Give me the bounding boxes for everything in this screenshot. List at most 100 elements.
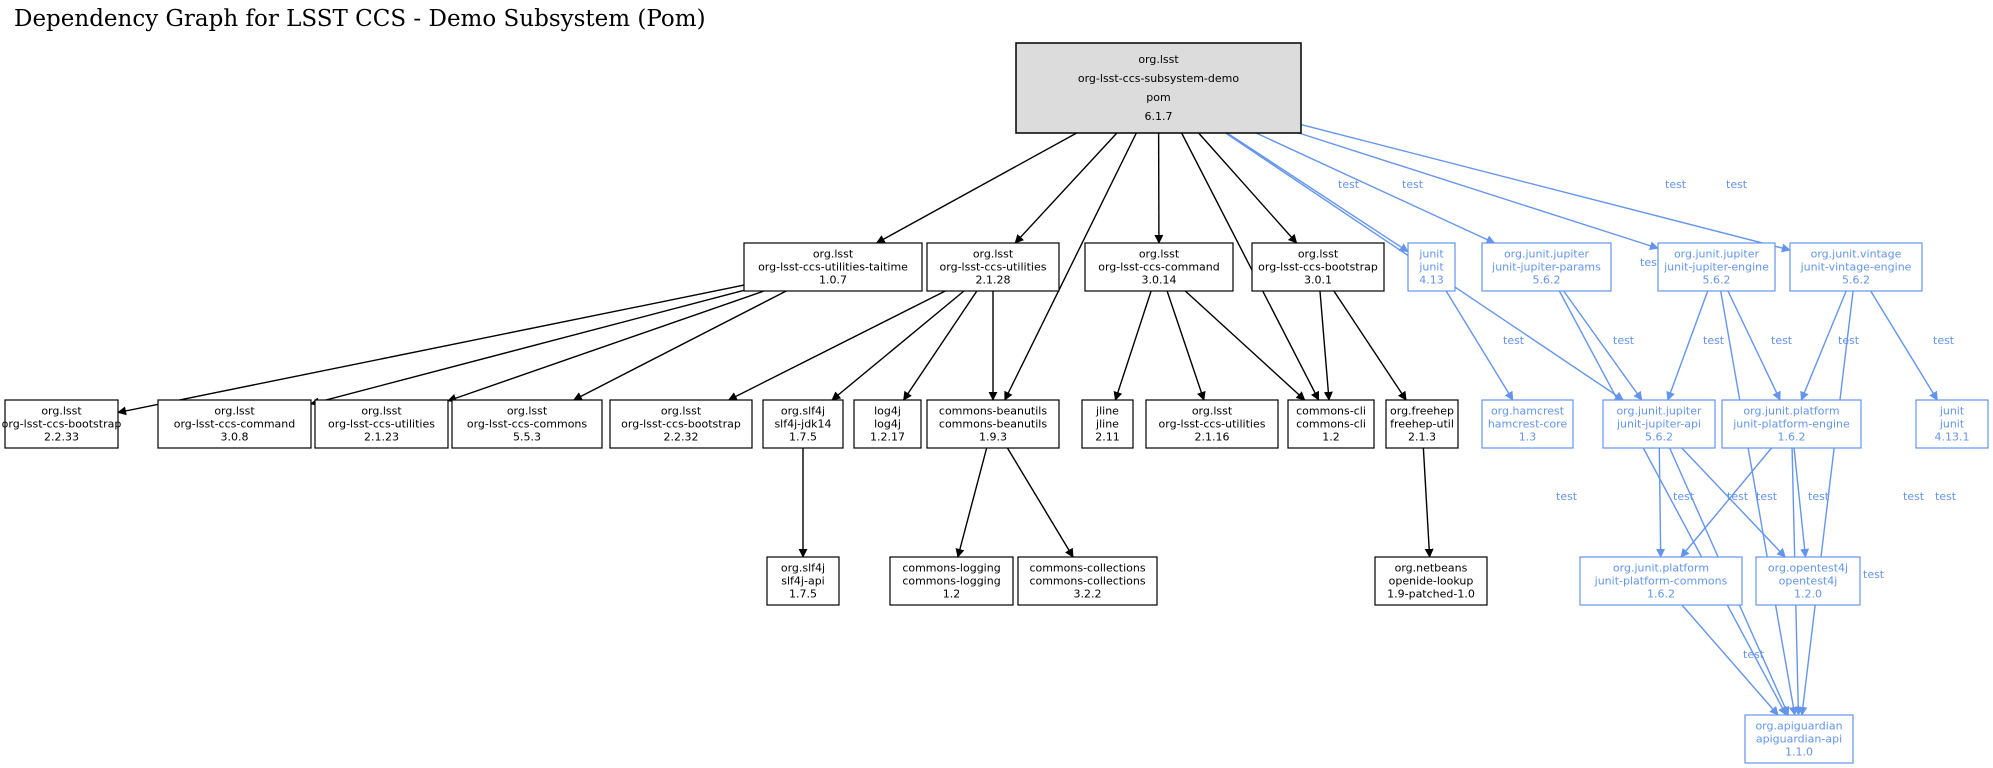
- node-box: [1287, 399, 1375, 449]
- node-label-line: org.freehep: [1390, 405, 1454, 418]
- node-label-line: openide-lookup: [1389, 575, 1474, 588]
- node-label-line: org.lsst: [1139, 248, 1180, 261]
- edge-cmd3014-to-util2116: [1166, 290, 1206, 401]
- edge-label: test: [1402, 178, 1424, 191]
- node-label-line: org.opentest4j: [1768, 562, 1848, 575]
- node-box: [1657, 242, 1776, 292]
- edge-jengine-to-apiguardian: [1720, 290, 1798, 716]
- edge-label: test: [1727, 490, 1749, 503]
- node-box: [1374, 556, 1488, 606]
- node-root[interactable]: org.lsstorg-lsst-ccs-subsystem-demopom6.…: [1015, 42, 1302, 134]
- edge-boot301-to-cli: [1319, 290, 1333, 401]
- node-label-line: org.junit.jupiter: [1504, 248, 1590, 261]
- node-label-line: 1.9-patched-1.0: [1387, 588, 1475, 601]
- node-pengine[interactable]: org.junit.platformjunit-platform-engine1…: [1721, 399, 1862, 449]
- node-label-line: org.lsst: [1192, 405, 1233, 418]
- node-label-line: junit: [1418, 261, 1444, 274]
- node-label-line: org.lsst: [1138, 53, 1179, 66]
- node-label-line: org-lsst-ccs-bootstrap: [1258, 261, 1378, 274]
- edge-jengine-to-japi: [1666, 290, 1709, 401]
- node-label-line: 5.6.2: [1533, 274, 1561, 287]
- node-box: [1145, 399, 1279, 449]
- node-label-line: 1.2.0: [1794, 588, 1822, 601]
- node-label-line: org.lsst: [507, 405, 548, 418]
- edge-label: test: [1503, 334, 1525, 347]
- edges-layer: test test test test test test test test test test…: [117, 123, 1957, 716]
- node-label-line: org.lsst: [973, 248, 1014, 261]
- node-vintage[interactable]: org.junit.vintagejunit-vintage-engine5.6…: [1789, 242, 1923, 292]
- edge-label: test: [1703, 334, 1725, 347]
- node-label-line: 2.2.32: [664, 431, 699, 444]
- edge-label: test: [1613, 334, 1635, 347]
- node-label-line: commons-collections: [1029, 575, 1145, 588]
- edge-root-to-cli: [1180, 132, 1320, 401]
- node-label-line: 1.6.2: [1647, 588, 1675, 601]
- edge-util228-to-slf4jjdk: [831, 290, 965, 401]
- node-jparams[interactable]: org.junit.jupiterjunit-jupiter-params5.6…: [1481, 242, 1612, 292]
- node-ccollections[interactable]: commons-collectionscommons-collections3.…: [1017, 556, 1158, 606]
- edge-label: test: [1640, 256, 1662, 269]
- node-label-line: org.lsst: [813, 248, 854, 261]
- node-pcommons[interactable]: org.junit.platformjunit-platform-commons…: [1579, 556, 1743, 606]
- node-openide[interactable]: org.netbeansopenide-lookup1.9-patched-1.…: [1374, 556, 1488, 606]
- node-jengine[interactable]: org.junit.jupiterjunit-jupiter-engine5.6…: [1657, 242, 1776, 292]
- edge-pengine-to-opentest4j: [1793, 447, 1810, 558]
- edge-root-to-boot301: [1198, 132, 1298, 244]
- node-label-line: org.apiguardian: [1755, 720, 1842, 733]
- node-label-line: slf4j-api: [781, 575, 824, 588]
- node-label-line: org.junit.jupiter: [1616, 405, 1702, 418]
- node-label-line: 3.0.8: [221, 431, 249, 444]
- node-label-line: junit-platform-commons: [1594, 575, 1728, 588]
- node-box: [766, 556, 840, 606]
- node-label-line: 2.1.3: [1408, 431, 1436, 444]
- edge-label: test: [1556, 490, 1578, 503]
- node-label-line: org-lsst-ccs-commons: [467, 418, 588, 431]
- node-label-line: commons-beanutils: [939, 405, 1047, 418]
- node-label-line: org.hamcrest: [1491, 405, 1565, 418]
- node-box: [1721, 399, 1862, 449]
- node-label-line: org-lsst-ccs-command: [1098, 261, 1220, 274]
- node-label-line: org-lsst-ccs-subsystem-demo: [1078, 72, 1239, 85]
- node-label-line: 5.5.3: [513, 431, 541, 444]
- edge-junit413-to-hamcrest: [1445, 290, 1514, 401]
- edge-root-to-util228: [1014, 132, 1118, 244]
- edge-label: test: [1756, 490, 1778, 503]
- node-label-line: org.junit.platform: [1743, 405, 1839, 418]
- edge-label: test: [1726, 178, 1748, 191]
- node-box: [1579, 556, 1743, 606]
- node-utaitime[interactable]: org.lsstorg-lsst-ccs-utilities-taitime1.…: [743, 242, 923, 292]
- edge-vintage-to-pengine: [1800, 290, 1847, 401]
- nodes-layer: org.lsstorg-lsst-ccs-subsystem-demopom6.…: [2, 42, 1989, 764]
- node-label-line: 1.2.17: [870, 431, 905, 444]
- edge-label: test: [1933, 334, 1955, 347]
- node-label-line: commons-cli: [1296, 405, 1366, 418]
- node-label-line: org.lsst: [214, 405, 255, 418]
- node-label-line: junit-jupiter-api: [1616, 418, 1701, 431]
- node-label-line: 2.1.23: [364, 431, 399, 444]
- node-label-line: org.junit.vintage: [1811, 248, 1902, 261]
- edge-label: test: [1863, 568, 1885, 581]
